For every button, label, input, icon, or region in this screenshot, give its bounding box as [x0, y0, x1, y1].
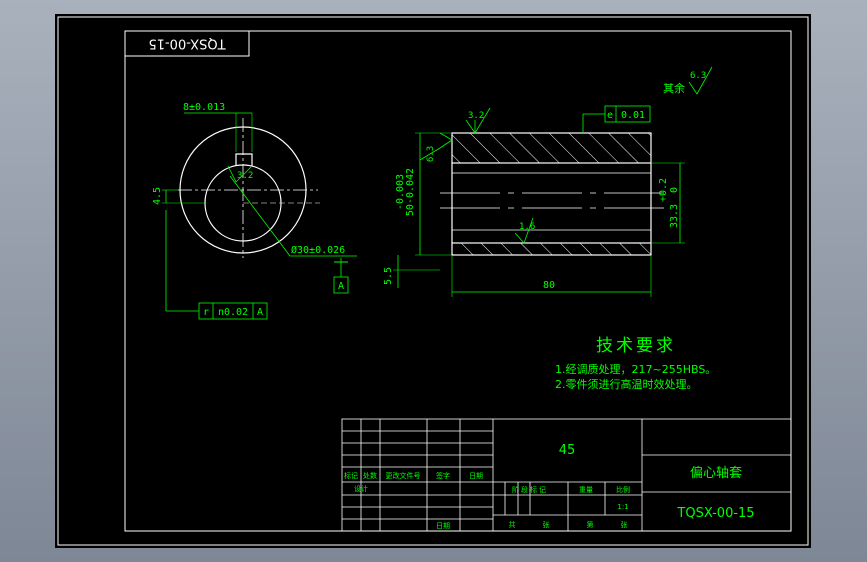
other-roughness-label: 其余 — [663, 81, 685, 95]
fcf-top-symbol: e — [607, 110, 613, 121]
sheet-no: 第 — [587, 520, 594, 529]
col-mark: 标记 — [344, 471, 358, 480]
fcf-symbol: r — [203, 307, 209, 318]
bore-dim: Ø30±0.026 — [291, 244, 345, 256]
roughness-left: 6.3 — [426, 146, 436, 162]
keyway-dim: 8±0.013 — [183, 102, 225, 113]
hatch-top — [451, 132, 652, 164]
design-label: 设计 — [354, 484, 368, 493]
col-doc: 更改文件号 — [386, 471, 421, 480]
fcf-value: n0.02 — [218, 307, 248, 318]
section-view: 3.2 6.3 1.6 e 0.01 -0.003 50-0.042 +0.2 … — [383, 105, 685, 297]
sheet-label-2: 张 — [621, 520, 628, 529]
tech-req-line1: 1.经调质处理，217~255HBS。 — [555, 363, 716, 376]
roughness-symbol — [227, 165, 253, 183]
sheet-border — [57, 16, 809, 546]
title-block — [341, 418, 792, 532]
bore-tol-lower: 0 — [669, 187, 680, 193]
fcf-top-value: 0.01 — [621, 110, 645, 121]
coaxiality-fcf — [604, 105, 651, 123]
runout-fcf — [198, 302, 268, 320]
offset-dim-left: 4.5 — [152, 187, 163, 205]
datum-letter: A — [338, 281, 344, 292]
roughness-top: 3.2 — [468, 111, 484, 121]
tech-req-title: 技术要求 — [596, 336, 676, 356]
part-name: 偏心轴套 — [690, 465, 742, 481]
scale-value: 1:1 — [617, 503, 628, 511]
drawing-number: TQSX-00-15 — [676, 506, 754, 521]
sheet-label: 张 — [543, 520, 550, 529]
tech-req-line2: 2.零件须进行高温时效处理。 — [555, 377, 698, 391]
weight-label: 重量 — [579, 486, 593, 494]
other-roughness-value: 6.3 — [690, 71, 706, 81]
od-dim: 50-0.042 — [405, 168, 416, 216]
fcf-datum: A — [257, 307, 263, 318]
keyway — [235, 153, 253, 166]
keyway-roughness: 3.2 — [237, 171, 253, 181]
material: 45 — [559, 443, 576, 458]
bore-dim: 33.3 — [669, 204, 680, 228]
roughness-bore: 1.6 — [519, 222, 535, 232]
od-tol: -0.003 — [395, 174, 406, 210]
scale-label: 比例 — [616, 485, 630, 494]
bore-tol-upper: +0.2 — [658, 178, 669, 202]
col-count: 处数 — [363, 471, 377, 480]
datum-box — [333, 276, 349, 294]
col-date: 日期 — [469, 472, 483, 480]
length-dim: 80 — [543, 280, 555, 291]
other-roughness-symbol — [688, 66, 713, 95]
offset-dim: 5.5 — [383, 267, 394, 285]
rotated-code: TQSX-00-15 — [148, 36, 226, 51]
sheet-total: 共 — [509, 520, 516, 529]
model-space — [55, 14, 811, 548]
date-label: 日期 — [436, 522, 450, 530]
col-sign: 签字 — [436, 471, 450, 480]
code-box — [124, 30, 250, 57]
stage-label: 阶段标记 — [512, 485, 548, 494]
end-view: 8±0.013 3.2 4.5 Ø30±0.026 A r n0.02 A — [152, 102, 357, 320]
hatch-bottom — [451, 242, 652, 256]
